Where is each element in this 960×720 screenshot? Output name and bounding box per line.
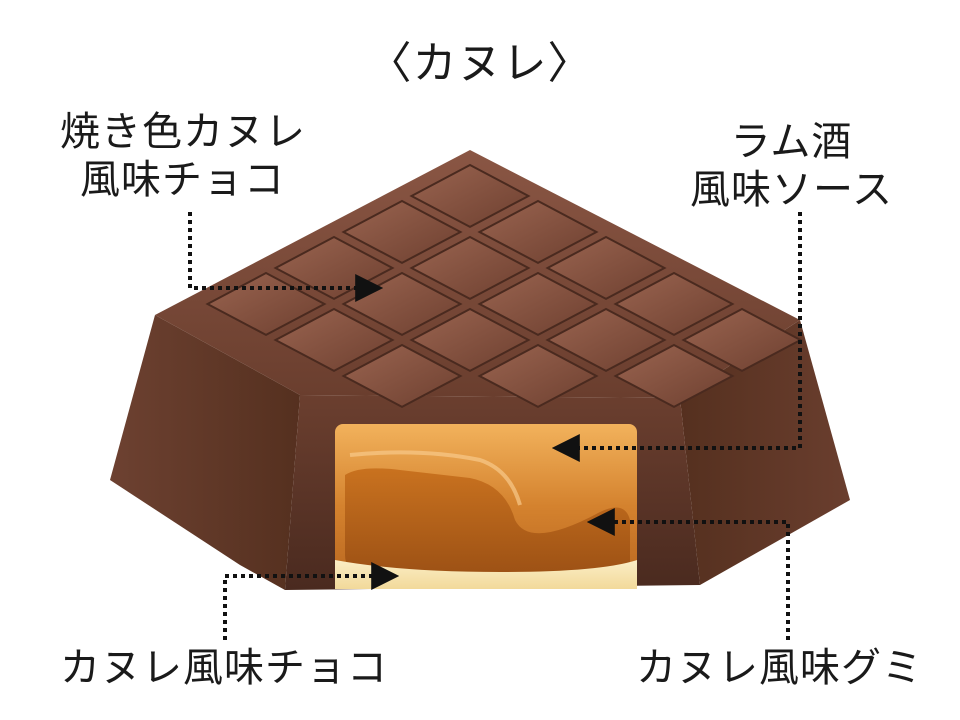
chocolate-tile: [273, 307, 395, 373]
cream-chocolate-layer: [335, 560, 637, 589]
filling-cross-section: [335, 424, 637, 589]
label-line: ラム酒: [730, 119, 853, 165]
arrow-top-right: [551, 212, 802, 462]
leader-lines: [188, 212, 802, 640]
label-rum-sauce: ラム酒 風味ソース: [690, 118, 893, 214]
gummy-layer: [345, 468, 630, 572]
arrow-bottom-left: [223, 562, 400, 640]
chocolate-tile: [613, 271, 735, 337]
chocolate-tile: [545, 307, 667, 373]
label-baked-canele-chocolate: 焼き色カヌレ 風味チョコ: [60, 108, 306, 204]
chocolate-tile: [613, 343, 735, 409]
chocolate-tile: [341, 199, 463, 265]
label-line: 焼き色カヌレ: [60, 109, 306, 155]
chocolate-tile: [681, 307, 803, 373]
chocolate-tile: [477, 343, 599, 409]
arrow-top-left: [188, 212, 384, 302]
chocolate-tile: [409, 235, 531, 301]
diagram-title: 〈カヌレ〉: [367, 38, 593, 89]
chocolate-tile: [477, 271, 599, 337]
label-line: 風味チョコ: [80, 157, 285, 203]
label-canele-gummy: カヌレ風味グミ: [636, 645, 923, 691]
chocolate-tile: [545, 235, 667, 301]
top-surface-tiles: [205, 163, 803, 409]
chocolate-tile: [409, 163, 531, 229]
chocolate-tile: [341, 343, 463, 409]
label-canele-chocolate: カヌレ風味チョコ: [60, 645, 388, 691]
chocolate-tile: [409, 307, 531, 373]
chocolate-tile: [477, 199, 599, 265]
label-line: 風味ソース: [690, 167, 893, 213]
